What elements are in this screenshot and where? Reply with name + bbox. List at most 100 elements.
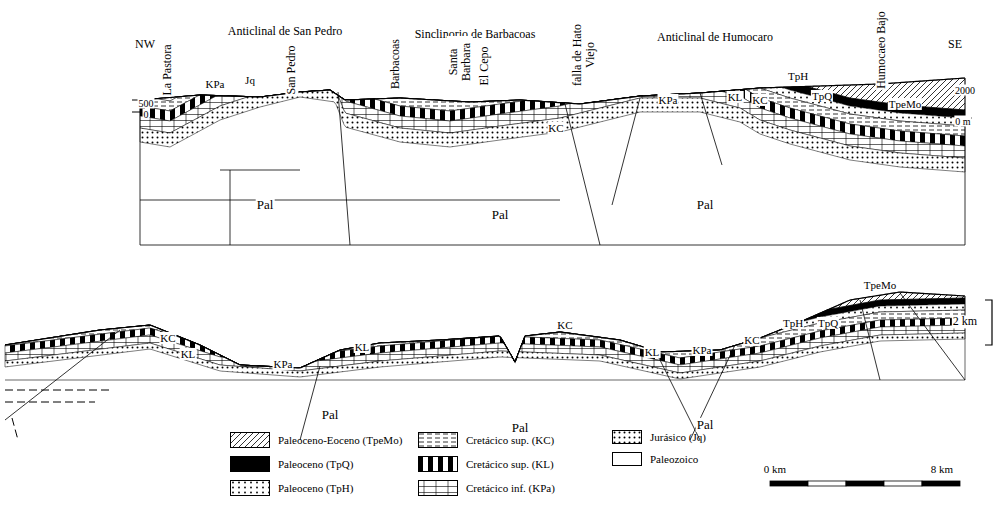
legend-swatch [419, 481, 458, 496]
fault-line [900, 293, 965, 380]
legend-text: Paleozoico [650, 453, 698, 465]
fault-line [5, 330, 120, 420]
legend-text: Paleoceno (TpQ) [278, 458, 353, 470]
legend-swatch [231, 481, 270, 496]
dashed-contact [5, 390, 110, 440]
legend-swatch-frame [418, 480, 458, 496]
section-label: Pal [696, 198, 715, 212]
legend-entry: Paleozoico [612, 452, 698, 466]
section-strata [140, 78, 965, 245]
section-label: SE [947, 38, 963, 51]
section-strata [5, 292, 965, 440]
paleozoic-basement [140, 78, 965, 245]
fault-line [690, 345, 735, 440]
legend-entry: Cretácico inf. (KPa) [418, 480, 555, 496]
section-label: 0 km [763, 463, 787, 475]
legend-entry: Paleoceno (TpQ) [230, 456, 353, 472]
scale-bar [922, 481, 960, 486]
legend-text: Cretácico inf. (KPa) [466, 482, 555, 494]
section-label: La Pastora [161, 44, 174, 97]
section-label: Pal [696, 418, 715, 432]
fault-line [612, 98, 640, 205]
legend-swatch [231, 433, 270, 448]
topographic-profile [5, 292, 965, 368]
section-label: KC [743, 334, 760, 346]
fault-line [230, 170, 231, 245]
section-label: Sinclinorio de Barbacoas [414, 28, 537, 41]
legend-text: Cretácico sup. (KC) [466, 434, 554, 446]
section-label: TpeMo [863, 279, 897, 291]
section-label: Pal [256, 198, 275, 212]
stratum-band [5, 333, 965, 379]
section-label: KPa [692, 344, 713, 356]
legend-text: Cretácico sup. (KL) [466, 458, 554, 470]
legend-swatch-frame [418, 456, 458, 472]
section-label: El Cepo [478, 46, 491, 87]
scale-bracket [985, 300, 992, 345]
scale-bar [808, 481, 846, 486]
section-label: 2000 [954, 85, 976, 96]
legend-text: Paleoceno-Eoceno (TpeMo) [278, 434, 402, 446]
legend-entry: Jurásico (Jq) [612, 430, 706, 444]
topographic-profile [140, 78, 965, 104]
section-label: KPa [273, 358, 294, 370]
section-label: San Pedro [285, 45, 298, 96]
section-label: TpQ [811, 90, 833, 102]
section-label: TpH [782, 317, 804, 329]
section-label: KL [727, 91, 744, 103]
section-label: KL [180, 348, 197, 360]
scale-bar [846, 481, 884, 486]
section-label: KL [354, 341, 371, 353]
section-label: KC [556, 319, 573, 331]
section-label: 500 [138, 98, 155, 109]
legend-swatch-frame [418, 432, 458, 448]
section-label: Anticlinal de Humocaro [656, 31, 774, 44]
section-label: Humocaeo Bajo [875, 10, 888, 90]
legend-swatch-frame [612, 452, 642, 466]
legend-swatch-frame [612, 430, 642, 444]
section-frame [5, 296, 965, 380]
section-label: Jq [244, 74, 256, 86]
fault-line [140, 200, 560, 201]
legend-entry: Cretácico sup. (KL) [418, 456, 554, 472]
fault-line [300, 366, 320, 440]
legend-swatch [231, 457, 270, 472]
fault-line [655, 350, 700, 440]
legend-swatch-frame [230, 456, 270, 472]
legend-swatch [613, 453, 642, 466]
section-label: KPa [658, 94, 679, 106]
fault-line [338, 92, 350, 245]
section-label: KC [547, 122, 564, 134]
legend-text: Jurásico (Jq) [650, 431, 706, 443]
fault-line [220, 170, 300, 171]
section-label: 8 km [930, 463, 954, 475]
scale-bar [884, 481, 922, 486]
section-label: Pal [321, 408, 340, 422]
fault-line [860, 300, 880, 380]
section-label: Anticlinal de San Pedro [227, 25, 343, 38]
legend-swatch [419, 457, 458, 472]
legend-swatch-frame [230, 432, 270, 448]
section-label: Pal [491, 208, 510, 222]
section-label: KL [644, 346, 661, 358]
section-label: 0 [143, 109, 150, 120]
fault-line [565, 104, 600, 245]
paleozoic-basement [5, 292, 965, 440]
section-label: falla de Hato Viejo [571, 23, 597, 87]
section-label: Santa Barbara [447, 36, 473, 88]
section-label: TpeMo [888, 98, 922, 110]
fault-line [700, 93, 722, 165]
section-label: TpQ [817, 317, 839, 329]
legend-text: Paleoceno (TpH) [278, 482, 353, 494]
legend-swatch [613, 431, 642, 444]
section-label: 0 m [954, 116, 971, 127]
section-frame [140, 78, 965, 245]
legend-swatch-frame [230, 480, 270, 496]
scale-bar [770, 481, 808, 486]
section-label: Pal [511, 421, 530, 435]
section-label: KC [751, 94, 768, 106]
legend-entry: Paleoceno (TpH) [230, 480, 353, 496]
section-label: TpH [787, 70, 809, 82]
elevation-tick [132, 93, 972, 118]
